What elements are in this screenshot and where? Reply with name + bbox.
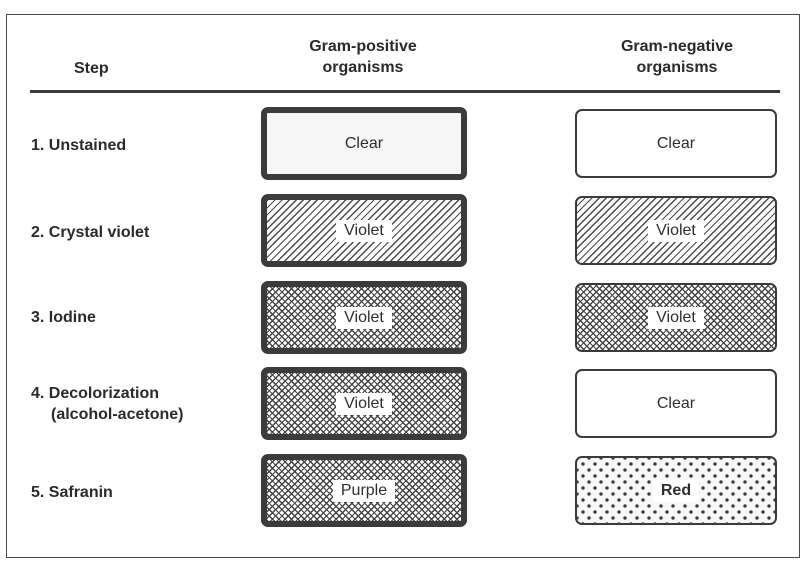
gram-negative-cell-decolorization: Clear bbox=[575, 369, 777, 438]
cell-text: Clear bbox=[656, 134, 696, 152]
header-gram-positive-line2: organisms bbox=[322, 59, 404, 76]
cell-text: Clear bbox=[656, 394, 696, 412]
cell-text: Red bbox=[652, 479, 700, 502]
cell-text: Clear bbox=[344, 134, 384, 152]
cell-text: Violet bbox=[336, 219, 392, 242]
cell-text: Purple bbox=[332, 479, 396, 502]
gram-negative-cell-safranin: Red bbox=[575, 456, 777, 525]
gram-positive-cell-safranin: Purple bbox=[261, 454, 467, 527]
step-label-unstained: 1. Unstained bbox=[31, 137, 127, 154]
step-label-crystal-violet: 2. Crystal violet bbox=[31, 224, 150, 241]
gram-positive-cell-decolorization: Violet bbox=[261, 367, 467, 440]
step-label-decolorization: 4. Decolorization (alcohol-acetone) bbox=[31, 383, 183, 425]
step-label-decolorization-line1: 4. Decolorization bbox=[31, 385, 160, 402]
gram-positive-cell-crystal-violet: Violet bbox=[261, 194, 467, 267]
gram-positive-cell-unstained: Clear bbox=[261, 107, 467, 180]
gram-negative-cell-iodine: Violet bbox=[575, 283, 777, 352]
header-gram-negative: Gram-negative organisms bbox=[572, 36, 782, 78]
header-gram-positive: Gram-positive organisms bbox=[258, 36, 468, 78]
cell-text: Violet bbox=[336, 306, 392, 329]
gram-positive-cell-iodine: Violet bbox=[261, 281, 467, 354]
cell-text: Violet bbox=[648, 219, 704, 242]
header-divider bbox=[30, 90, 780, 93]
gram-negative-cell-crystal-violet: Violet bbox=[575, 196, 777, 265]
header-gram-negative-line2: organisms bbox=[636, 59, 718, 76]
gram-negative-cell-unstained: Clear bbox=[575, 109, 777, 178]
step-label-iodine: 3. Iodine bbox=[31, 309, 96, 326]
header-gram-positive-line1: Gram-positive bbox=[309, 38, 417, 55]
cell-text: Violet bbox=[648, 306, 704, 329]
step-label-safranin: 5. Safranin bbox=[31, 484, 113, 501]
header-gram-negative-line1: Gram-negative bbox=[620, 38, 734, 55]
cell-text: Violet bbox=[336, 392, 392, 415]
step-label-decolorization-line2: (alcohol-acetone) bbox=[51, 406, 184, 423]
header-step: Step bbox=[74, 60, 109, 77]
